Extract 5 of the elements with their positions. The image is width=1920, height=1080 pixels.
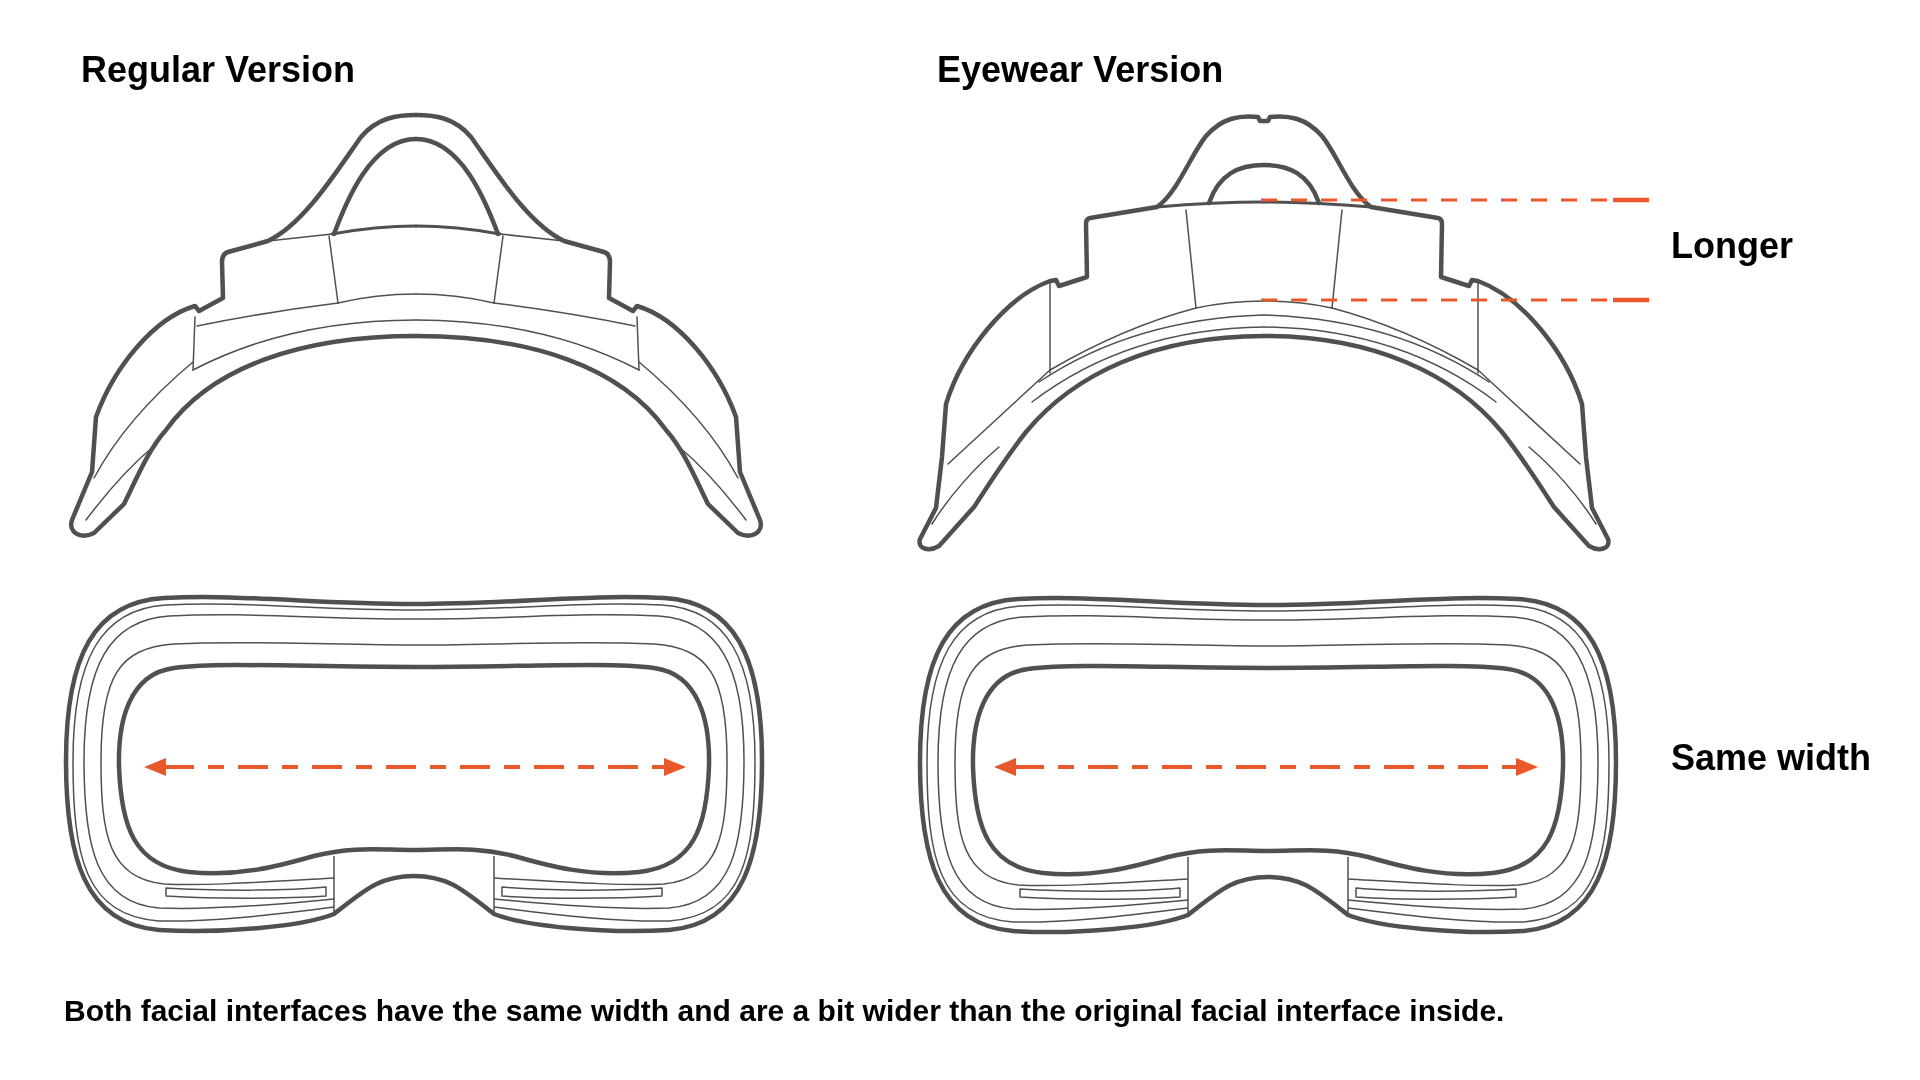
version-heading: Eyewear Version — [937, 52, 1224, 88]
dimension-label: Longer — [1671, 228, 1793, 264]
caption: Both facial interfaces have the same width and are a bit wider than the original facial interface inside. — [64, 996, 1505, 1026]
version-heading: Regular Version — [81, 52, 356, 88]
dimension-label: Same width — [1671, 740, 1872, 776]
